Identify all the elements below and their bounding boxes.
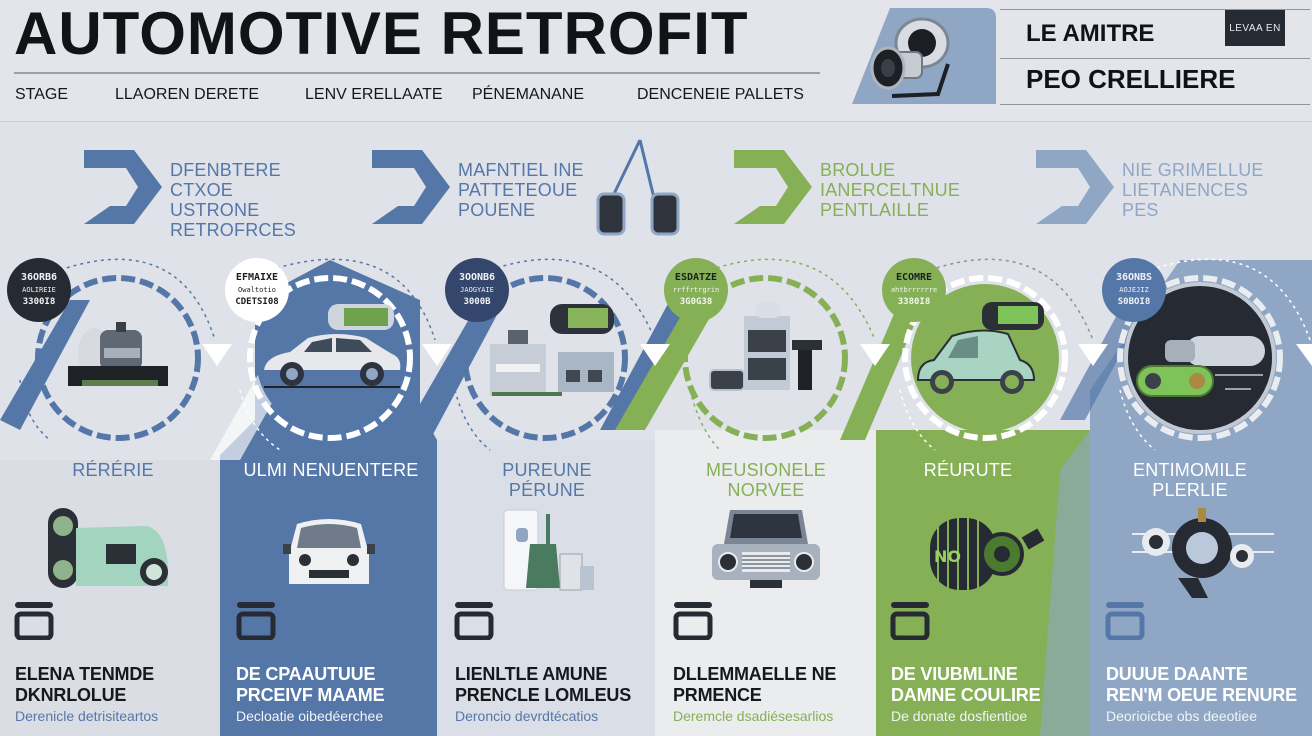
side-title-secondary: PEO CRELLIERE [1026, 64, 1236, 94]
white-compact-car-icon [283, 519, 375, 584]
nav-item-3[interactable]: LENV ERELLAATE [305, 86, 443, 103]
column-5-subtitle: De donate dosfientioe [891, 708, 1028, 724]
column-1-subtitle: Derenicle detrisiteartos [15, 708, 159, 724]
column-1-heading: RÉRÉRIE [72, 460, 154, 480]
nav-item-stage[interactable]: STAGE [15, 86, 69, 103]
electric-city-car-icon [916, 302, 1044, 394]
classic-pickup-icon [712, 510, 820, 588]
document-icon [673, 602, 713, 640]
header: AUTOMOTIVE RETROFIT STAGE LLAOREN DERETE… [0, 0, 1312, 122]
chevron-right-icon [84, 150, 162, 224]
green-motor-unit-icon [48, 508, 168, 588]
side-rule-mid [1000, 58, 1310, 59]
title-divider [14, 72, 820, 74]
chevron-right-icon [372, 150, 450, 224]
chevron-right-icon [1036, 150, 1114, 224]
nav-item-5[interactable]: DENCENEIE PALLETS [637, 86, 804, 103]
column-3-subtitle: Deroncio devrdtécatios [455, 708, 599, 724]
side-rule-top [1000, 9, 1310, 10]
document-icon [14, 602, 54, 640]
side-rule-bottom [1000, 104, 1310, 105]
nav-item-4[interactable]: PÉNEMANANE [472, 86, 585, 103]
side-title-primary: LE AMITRE [1026, 20, 1155, 47]
robot-arm-icon [596, 139, 680, 236]
column-5-heading: RÉURUTE [923, 460, 1013, 480]
column-2-heading: ULMI NENUENTERE [243, 460, 419, 480]
electric-motor-icon: NO [930, 518, 1045, 590]
drive-motor-icon [1136, 336, 1265, 397]
gear-network-icon [1132, 508, 1274, 598]
document-icon [890, 602, 930, 640]
factory-machinery-icon [490, 304, 614, 396]
header-divider [0, 121, 1312, 122]
stage-nav: STAGE LLAOREN DERETE LENV ERELLAATE PÉNE… [15, 86, 804, 104]
camera-lens-icon [852, 8, 996, 104]
charging-station-icon [503, 509, 594, 591]
document-icon [236, 602, 276, 640]
suv-car-icon [264, 304, 401, 388]
engine-module-icon [68, 322, 168, 386]
chevron-right-icon [734, 150, 812, 224]
svg-text:NO: NO [934, 547, 961, 566]
column-4-subtitle: Deremcle dsadiésesarlios [673, 708, 834, 724]
document-icon [1105, 602, 1145, 640]
language-button[interactable]: LEVAA EN [1225, 10, 1285, 46]
page-title: AUTOMOTIVE RETROFIT [14, 0, 749, 67]
column-2-subtitle: Decloatie oibedéerchee [236, 708, 384, 724]
battery-cabinet-icon [709, 302, 822, 391]
document-icon [454, 602, 494, 640]
column-6-subtitle: Deorioicbe obs deeotiee [1106, 708, 1257, 724]
nav-item-2[interactable]: LLAOREN DERETE [115, 86, 260, 103]
